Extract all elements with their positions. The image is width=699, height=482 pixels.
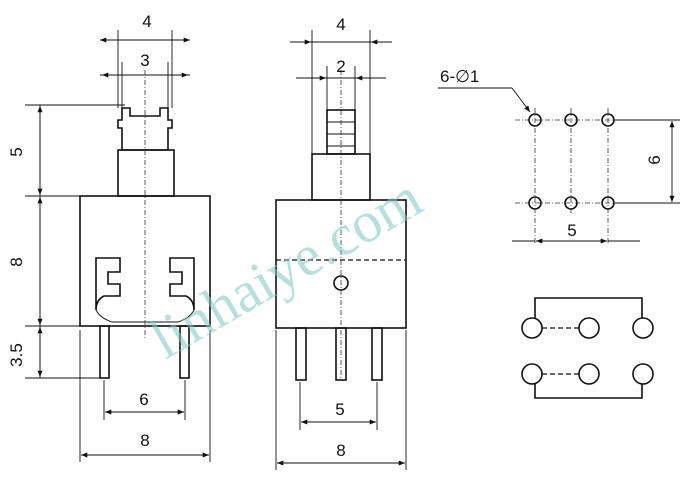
contact-terminal bbox=[578, 317, 600, 339]
hole-spec-label: 6-∅1 bbox=[440, 67, 479, 86]
actuator-stem bbox=[117, 149, 175, 197]
switch-body bbox=[79, 195, 211, 327]
leader-arrow bbox=[511, 87, 531, 113]
front-dim-top-inner-label: 2 bbox=[336, 57, 345, 76]
dim-body-width-label: 8 bbox=[140, 431, 149, 450]
contact-terminal bbox=[632, 317, 654, 339]
front-dim-top-outer-label: 4 bbox=[336, 15, 345, 34]
actuator-knob bbox=[117, 107, 173, 151]
contact-terminal bbox=[521, 317, 543, 339]
latch-left bbox=[95, 257, 121, 311]
latch-right bbox=[169, 257, 195, 311]
contact-terminal bbox=[521, 363, 543, 385]
switch-schematic bbox=[521, 297, 654, 399]
row-spacing-label: 6 bbox=[645, 155, 664, 164]
pin-right bbox=[179, 325, 190, 379]
contact-terminal bbox=[578, 363, 600, 385]
pcb-footprint: 6-∅1 6 5 bbox=[438, 67, 680, 245]
dim-body-height-label: 8 bbox=[7, 257, 26, 266]
col-spacing-label: 5 bbox=[567, 221, 576, 240]
front-dim-body-width-label: 8 bbox=[336, 441, 345, 460]
contact-terminal bbox=[632, 363, 654, 385]
front-pin-left bbox=[295, 327, 307, 381]
dim-actuator-height-label: 5 bbox=[7, 147, 26, 156]
front-pin-right bbox=[371, 327, 383, 381]
front-dim-pin-spacing-label: 5 bbox=[335, 400, 344, 419]
pin-left bbox=[99, 325, 110, 379]
side-view: 4 3 5 8 3.5 6 8 bbox=[7, 12, 211, 462]
dim-pin-length-label: 3.5 bbox=[7, 343, 26, 367]
dim-pin-spacing-label: 6 bbox=[139, 390, 148, 409]
schematic-bottom-link bbox=[534, 384, 643, 399]
schematic-top-link bbox=[534, 297, 643, 318]
dim-top-inner-label: 3 bbox=[140, 51, 149, 70]
front-view: 4 2 5 8 bbox=[275, 15, 407, 470]
dim-top-outer-label: 4 bbox=[142, 12, 151, 31]
